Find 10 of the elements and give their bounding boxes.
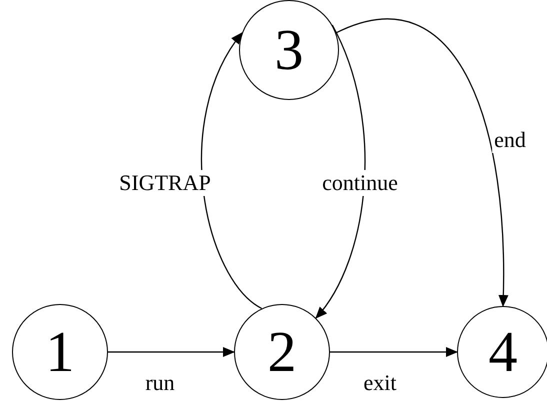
state-number: 4 <box>488 323 518 381</box>
state-number: 3 <box>274 21 304 79</box>
transition-arrow <box>315 24 366 319</box>
edge-label: continue <box>320 170 400 196</box>
transition-arrow <box>108 347 235 357</box>
transition-arrow <box>330 347 458 357</box>
state-number: 1 <box>46 323 74 381</box>
transition-arrow <box>336 18 508 307</box>
transition-arrow <box>201 32 262 309</box>
state-number: 2 <box>268 323 296 381</box>
